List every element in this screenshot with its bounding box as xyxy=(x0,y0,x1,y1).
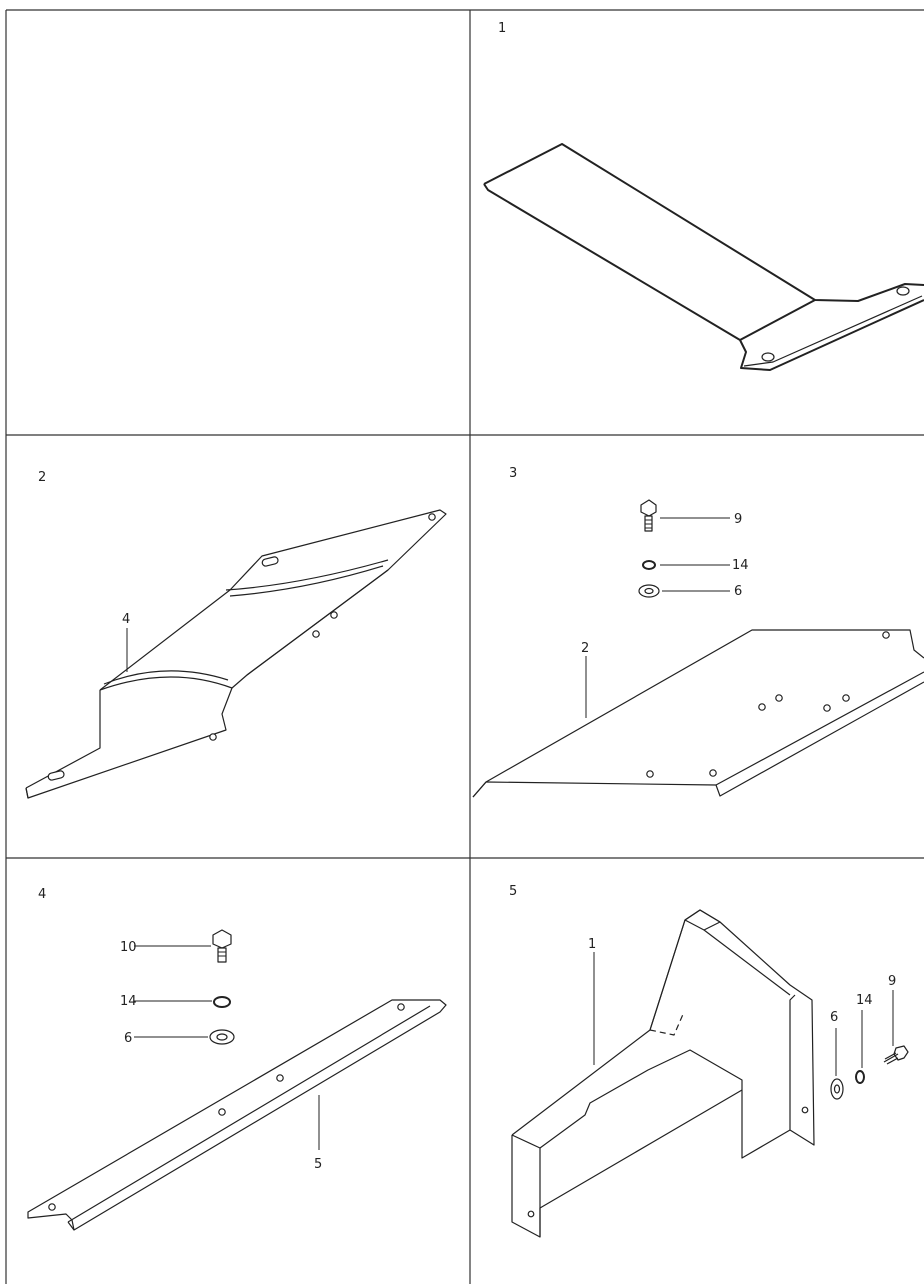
panel-number: 4 xyxy=(38,887,46,902)
bent-plate-icon xyxy=(483,143,924,371)
hex-bolt-icon xyxy=(640,499,657,532)
callout-label: 6 xyxy=(124,1031,132,1046)
callout-label: 6 xyxy=(734,584,742,599)
lock-washer-icon xyxy=(213,996,231,1008)
hex-bolt-icon xyxy=(883,1045,909,1065)
angle-rail-icon xyxy=(27,999,447,1231)
callout-label: 2 xyxy=(581,641,589,656)
panel-number: 1 xyxy=(498,21,506,36)
callout-label: 14 xyxy=(732,558,749,573)
callout-label: 14 xyxy=(856,993,873,1008)
callout-label: 5 xyxy=(314,1157,322,1172)
hex-bolt-icon xyxy=(212,929,232,963)
panel-1: 1 xyxy=(483,21,924,371)
callout-label: 4 xyxy=(122,612,130,627)
panel-grid xyxy=(5,9,924,1284)
side-bracket-icon xyxy=(511,909,815,1238)
callout-label: 1 xyxy=(588,937,596,952)
panel-3: 3 9 14 6 xyxy=(472,466,924,798)
callout-label: 10 xyxy=(120,940,137,955)
callout-label: 9 xyxy=(734,512,742,527)
panel-2: 2 4 xyxy=(25,470,447,799)
flat-washer-icon xyxy=(638,584,660,598)
lock-washer-icon xyxy=(642,560,656,570)
panel-number: 2 xyxy=(38,470,46,485)
mounting-plate-icon xyxy=(472,629,924,798)
callout-label: 14 xyxy=(120,994,137,1009)
panel-number: 5 xyxy=(509,884,517,899)
flat-washer-icon xyxy=(830,1078,844,1100)
flat-washer-icon xyxy=(209,1029,235,1045)
callout-label: 9 xyxy=(888,974,896,989)
panel-number: 3 xyxy=(509,466,517,481)
panel-5: 5 1 6 14 xyxy=(509,884,909,1238)
perforated-panel-icon xyxy=(25,509,447,799)
panel-4: 4 10 14 6 xyxy=(27,887,447,1231)
callout-label: 6 xyxy=(830,1010,838,1025)
lock-washer-icon xyxy=(855,1070,865,1084)
